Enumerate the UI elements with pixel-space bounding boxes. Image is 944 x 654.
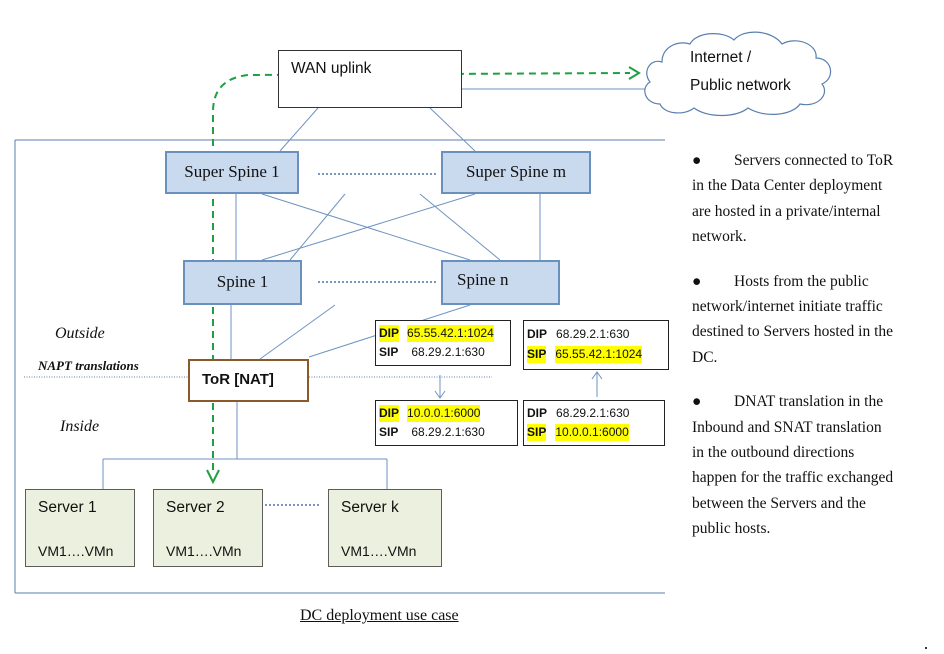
bullet-icon: ●: [692, 393, 702, 411]
internet-cloud: [644, 31, 832, 117]
server-vms: VM1….VMn: [38, 543, 114, 559]
server-2: Server 2 VM1….VMn: [153, 489, 263, 567]
napt-label: NAPT translations: [38, 358, 139, 373]
tor-nat-box: ToR [NAT]: [188, 359, 309, 402]
ssm-spine1-link: [261, 193, 476, 261]
corner-dot: [925, 647, 927, 649]
nat-value: 10.0.0.1:6000: [555, 424, 629, 441]
spine-n: Spine n: [441, 260, 560, 305]
spine-n-label: Spine n: [457, 270, 509, 289]
nat-value: 65.55.42.1:1024: [407, 325, 494, 342]
note-text: Servers connected to ToR in the Data Cen…: [692, 152, 894, 246]
nat-table-inbound-before: DIP 65.55.42.1:1024 SIP 68.29.2.1:630: [375, 320, 511, 366]
nat-key: SIP: [527, 424, 547, 441]
nat-value: 68.29.2.1:630: [411, 345, 485, 359]
server-vms: VM1….VMn: [341, 543, 417, 559]
inside-label: Inside: [60, 418, 100, 435]
diagram-caption: DC deployment use case: [300, 607, 459, 624]
nat-value: 68.29.2.1:630: [411, 425, 485, 439]
nat-key: DIP: [527, 406, 548, 420]
tor-nat-label: ToR [NAT]: [202, 371, 274, 388]
nat-row: DIP 68.29.2.1:630: [527, 326, 629, 343]
nat-table-inbound-after: DIP 10.0.0.1:6000 SIP 68.29.2.1:630: [375, 400, 518, 446]
nat-table-outbound-before: DIP 68.29.2.1:630 SIP 10.0.0.1:6000: [523, 400, 665, 446]
bullet-icon: ●: [692, 272, 702, 290]
internet-label-line2: Public network: [690, 77, 791, 94]
outbound-arrow-head: [591, 371, 603, 380]
super-spine-1: Super Spine 1: [165, 151, 299, 194]
nat-key: SIP: [527, 346, 547, 363]
spine1-tor-link-b: [259, 304, 336, 360]
note-item: ●DNAT translation in the Inbound and SNA…: [692, 389, 897, 541]
nat-key: SIP: [379, 345, 399, 359]
super-spine-m-label: Super Spine m: [465, 162, 567, 181]
nat-row: SIP 68.29.2.1:630: [379, 344, 485, 361]
nat-row: DIP 10.0.0.1:6000: [379, 405, 481, 422]
outside-label: Outside: [55, 325, 105, 342]
nat-key: DIP: [527, 327, 548, 341]
server-name: Server 1: [38, 499, 97, 516]
spine-1-label: Spine 1: [216, 272, 269, 291]
nat-table-outbound-after: DIP 68.29.2.1:630 SIP 65.55.42.1:1024: [523, 320, 669, 370]
bullet-icon: ●: [692, 152, 702, 169]
inbound-arrow-head: [434, 390, 446, 399]
wan-uplink-label: WAN uplink: [291, 60, 372, 77]
notes-list: ●Servers connected to ToR in the Data Ce…: [692, 148, 897, 561]
super-spine-1-label: Super Spine 1: [184, 162, 280, 181]
note-item: ●Servers connected to ToR in the Data Ce…: [692, 148, 897, 250]
note-text: Hosts from the public network/internet i…: [692, 272, 894, 366]
nat-row: DIP 65.55.42.1:1024: [379, 325, 494, 342]
wan-uplink-box: WAN uplink: [278, 50, 462, 108]
nat-value: 68.29.2.1:630: [556, 406, 630, 420]
server-1: Server 1 VM1….VMn: [25, 489, 135, 567]
nat-row: SIP 10.0.0.1:6000: [527, 424, 629, 441]
nat-value: 68.29.2.1:630: [556, 327, 630, 341]
note-text: DNAT translation in the Inbound and SNAT…: [692, 393, 894, 538]
traffic-flow-arrow: [212, 72, 631, 470]
server-name: Server k: [341, 499, 399, 516]
traffic-flow-head-top: [628, 66, 641, 80]
wan-ssm-link: [429, 107, 476, 152]
x-link-b: [419, 193, 501, 261]
ss1-spinen-link: [261, 193, 471, 261]
nat-row: SIP 68.29.2.1:630: [379, 424, 485, 441]
server-name: Server 2: [166, 499, 225, 516]
server-vms: VM1….VMn: [166, 543, 242, 559]
internet-label-line1: Internet /: [690, 49, 752, 66]
nat-value: 10.0.0.1:6000: [407, 405, 481, 422]
nat-key: SIP: [379, 425, 399, 439]
traffic-flow-head-bottom: [206, 469, 220, 485]
nat-value: 65.55.42.1:1024: [555, 346, 643, 363]
nat-row: SIP 65.55.42.1:1024: [527, 346, 643, 363]
x-link-a: [289, 193, 346, 261]
nat-key: DIP: [379, 325, 400, 342]
spine-1: Spine 1: [183, 260, 302, 305]
note-item: ●Hosts from the public network/internet …: [692, 269, 897, 371]
nat-row: DIP 68.29.2.1:630: [527, 405, 629, 422]
super-spine-m: Super Spine m: [441, 151, 591, 194]
server-k: Server k VM1….VMn: [328, 489, 442, 567]
nat-key: DIP: [379, 405, 400, 422]
wan-ss1-link: [279, 107, 319, 152]
